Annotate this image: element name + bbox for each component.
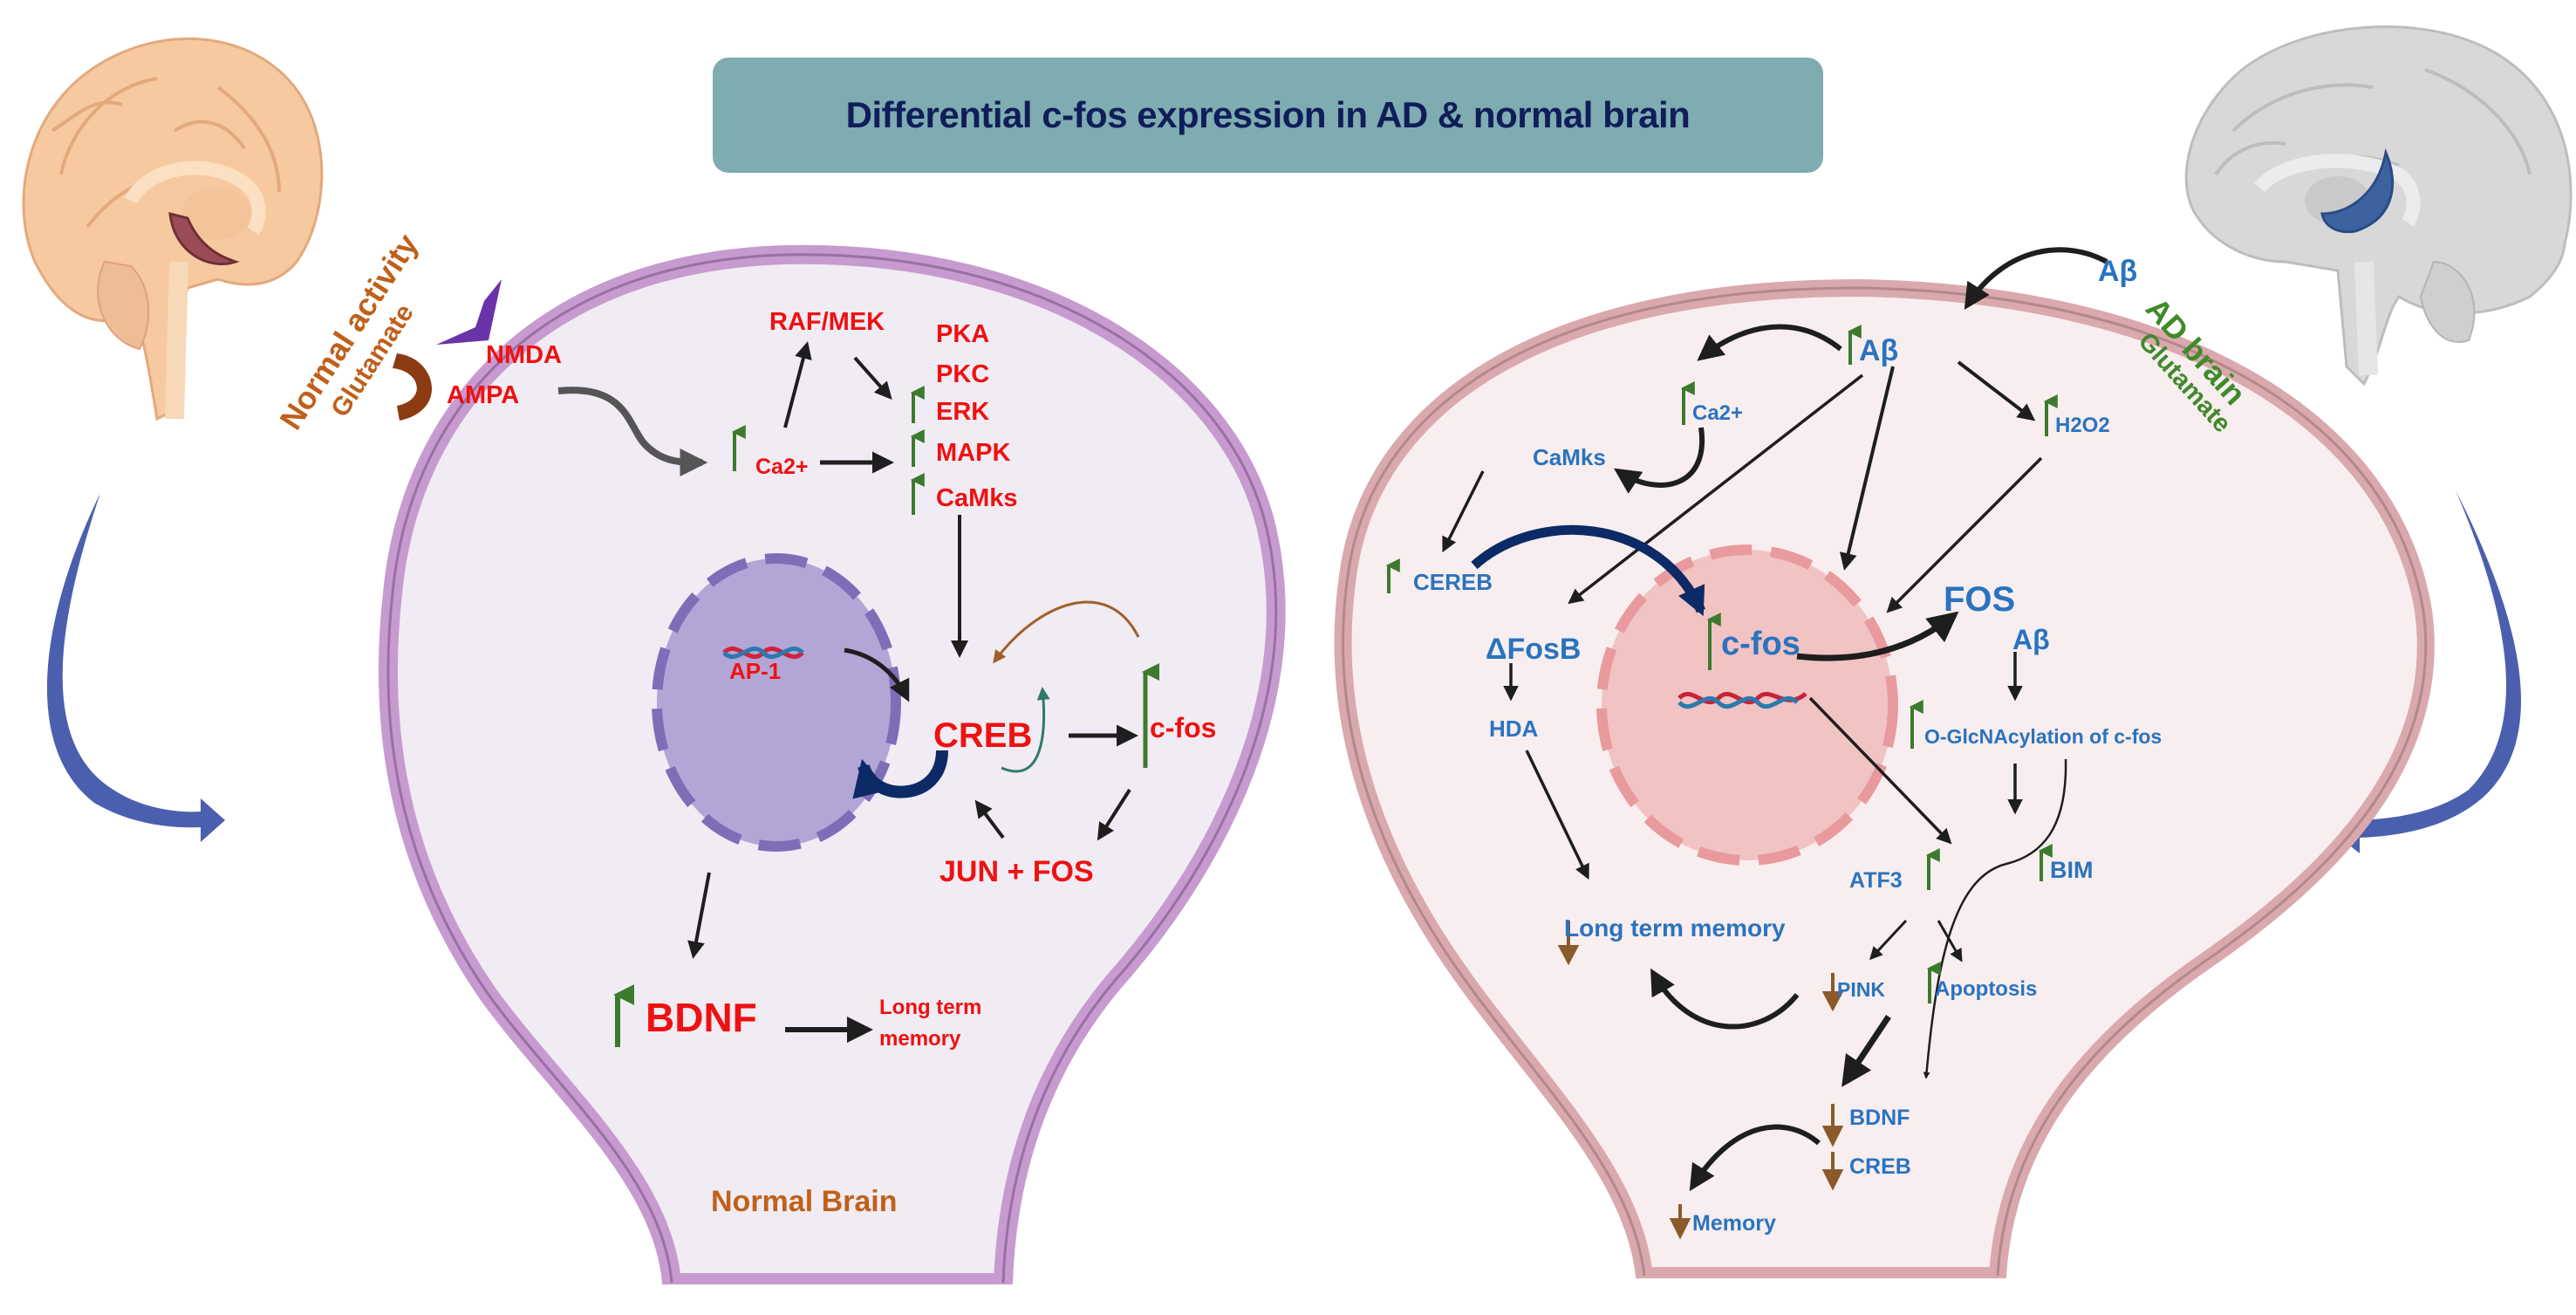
rafmek-to-kinases-arrow (853, 356, 892, 400)
normal-nucleus (652, 553, 901, 852)
h2o2-label: H2O2 (2055, 414, 2110, 437)
jun-fos-label: JUN + FOS (940, 855, 1094, 888)
down-arrow-head-icon (1821, 1169, 1844, 1191)
ca-to-rafmek-arrow (783, 341, 812, 428)
pink-label: PINK (1837, 978, 1885, 1001)
cfos-to-fos-arrow (1796, 611, 1959, 661)
pkc-label: PKC (936, 360, 989, 388)
bdnf-label: BDNF (646, 995, 757, 1040)
nmda-label: NMDA (486, 341, 562, 369)
mapk-label: MAPK (936, 439, 1010, 467)
ad-cfos-label: c-fos (1721, 626, 1800, 662)
delta-fosb-label: ΔFosB (1486, 633, 1581, 666)
down-arrow-head-icon (1669, 1218, 1691, 1240)
camks-label: CaMks (936, 484, 1018, 512)
down-arrow-head-icon (1821, 991, 1844, 1012)
down-regulation-icons-ad (1557, 921, 1844, 1240)
nmda-receptor-icon (436, 279, 502, 345)
cereb-to-cfos-arrow (1471, 524, 1706, 617)
ad-ca-label: Ca2+ (1692, 401, 1743, 425)
apoptosis-label: Apoptosis (1935, 977, 2037, 1001)
down-arrow-head-icon (1557, 945, 1580, 966)
diagram-title: Differential c-fos expression in AD & no… (845, 94, 1691, 135)
ad-ltm-label: Long term memory (1564, 914, 1786, 942)
ad-creb-label: CREB (1849, 1154, 1911, 1179)
cereb-label: CEREB (1413, 569, 1493, 595)
pink-to-ltm-arrow (1650, 968, 1800, 1030)
ad-memory-label: Memory (1692, 1211, 1776, 1236)
bim-label: BIM (2050, 857, 2094, 883)
rafmek-label: RAF/MEK (769, 308, 885, 336)
oglcnacylation-label: O-GlcNAcylation of c-fos (1924, 725, 2162, 748)
abeta-to-ca-arrow (1697, 324, 1842, 361)
normal-to-cell-arrow (46, 493, 225, 842)
abeta-to-cfos-arrow (1839, 366, 1895, 571)
cfos-label: c-fos (1150, 712, 1216, 743)
creb-to-memory-arrow (1689, 1124, 1821, 1192)
ap1-label: AP-1 (729, 658, 781, 684)
dna-helix-icon (1677, 691, 1807, 709)
up-regulation-icons-ad (1385, 325, 2058, 1003)
fos-label: FOS (1944, 580, 2015, 619)
long-term-label: Long term (879, 996, 981, 1019)
ampa-to-ca-arrow (557, 387, 708, 476)
pink-to-bdnf-arrow (1841, 1015, 1891, 1087)
normal-brain-icon (22, 38, 324, 421)
ampa-label: AMPA (447, 381, 519, 409)
junfos-to-creb-arrow (974, 799, 1005, 839)
ca-to-camks-arrow (1614, 427, 1705, 494)
abeta-entry-arrow (1964, 247, 2108, 311)
atf3-to-pink-arrow (1869, 919, 1908, 961)
cfos-feedback-arrow (993, 600, 1140, 664)
atf3-label: ATF3 (1849, 868, 1903, 893)
abeta-2-label: Aβ (2012, 624, 2050, 655)
ad-brain-icon (2184, 25, 2573, 387)
abeta-to-dfosb-arrow (1568, 373, 1864, 605)
hda-label: HDA (1489, 716, 1539, 742)
camks-to-cereb-arrow (1442, 470, 1485, 553)
abeta-to-h2o2-arrow (1957, 360, 2036, 421)
erk-label: ERK (936, 398, 989, 426)
oglc-to-bdnf-arrow (1923, 758, 2067, 1079)
dna-helix-icon (722, 646, 804, 660)
creb-label: CREB (933, 716, 1032, 755)
hda-to-ltm-arrow (1525, 750, 1589, 880)
up-regulation-icons-normal (613, 386, 1159, 1047)
cfos-to-junfos-arrow (1097, 788, 1131, 841)
down-arrow-head-icon (1821, 1126, 1844, 1147)
title-banner: Differential c-fos expression in AD & no… (713, 58, 1823, 173)
h2o2-to-nucleus-arrow (1886, 456, 2043, 613)
memory-label: memory (879, 1027, 961, 1051)
abeta-label: Aβ (1859, 334, 1898, 367)
atf3-to-apoptosis-arrow (1937, 920, 1963, 962)
ca-label: Ca2+ (755, 455, 808, 479)
abeta-outside-label: Aβ (2098, 255, 2137, 288)
ampa-receptor-icon (393, 353, 433, 421)
normal-brain-label: Normal Brain (711, 1185, 898, 1218)
ad-camks-label: CaMks (1533, 444, 1606, 470)
ad-bdnf-label: BDNF (1849, 1106, 1910, 1130)
ap1-to-creb-arrow (844, 647, 910, 702)
creb-loop-arrow (852, 750, 948, 799)
creb-teal-arrow (1001, 687, 1050, 773)
ad-nucleus (1596, 544, 1898, 866)
nucleus-to-bdnf-arrow (687, 872, 711, 959)
dna-to-atf3-arrow (1808, 696, 1952, 845)
pka-label: PKA (936, 320, 989, 348)
